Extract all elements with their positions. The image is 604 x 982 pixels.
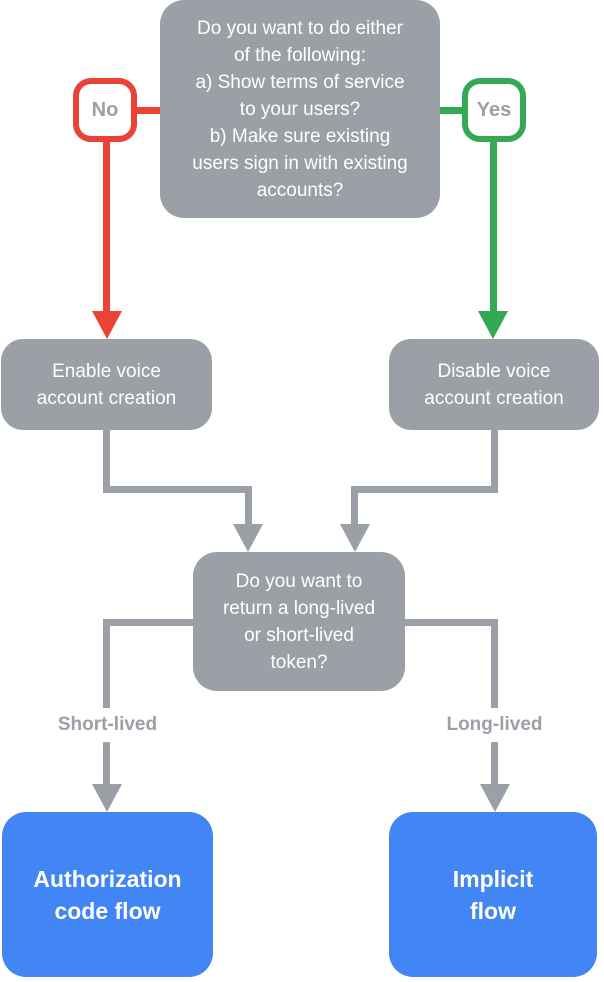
left-merge-line-vertical-bottom <box>245 486 252 524</box>
left-merge-arrowhead-icon <box>233 524 263 552</box>
no-arrowhead-icon <box>92 311 122 339</box>
long-lived-arrowhead-icon <box>480 784 510 812</box>
no-badge-label: No <box>91 98 119 121</box>
no-branch-connector <box>137 107 160 114</box>
short-lived-branch-vertical <box>103 619 110 784</box>
long-lived-edge-label: Long-lived <box>409 708 580 742</box>
long-lived-branch-vertical <box>491 619 498 784</box>
yes-branch-line <box>490 142 497 311</box>
no-branch-line <box>103 142 110 311</box>
short-lived-edge-label-text: Short-lived <box>57 714 158 735</box>
left-merge-line-horizontal <box>103 486 251 493</box>
long-lived-edge-label-text: Long-lived <box>446 714 543 735</box>
right-merge-line-vertical-bottom <box>351 486 358 524</box>
right-merge-line-horizontal <box>351 486 498 493</box>
short-lived-arrowhead-icon <box>92 784 122 812</box>
long-lived-branch-horizontal <box>405 619 496 626</box>
yes-arrowhead-icon <box>478 311 508 339</box>
no-badge: No <box>73 78 137 142</box>
short-lived-branch-horizontal <box>107 619 193 626</box>
right-merge-arrowhead-icon <box>340 524 370 552</box>
left-merge-line-vertical-top <box>103 430 110 493</box>
short-lived-edge-label: Short-lived <box>22 708 193 742</box>
right-merge-line-vertical-top <box>491 430 498 493</box>
yes-badge: Yes <box>462 78 526 142</box>
yes-badge-label: Yes <box>476 98 512 121</box>
yes-branch-connector <box>440 107 462 114</box>
